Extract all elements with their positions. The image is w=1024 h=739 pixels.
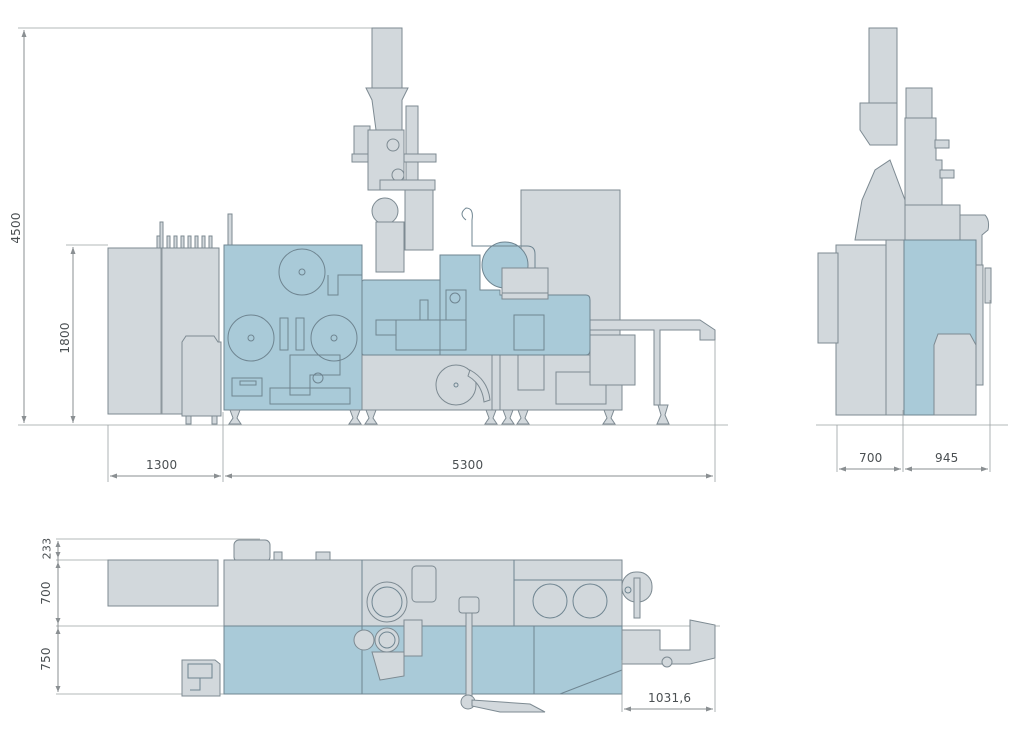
dim-main-section-width: 5300 — [452, 458, 484, 472]
main-machine-body — [361, 189, 716, 411]
dim-side-left-depth: 700 — [859, 451, 883, 465]
side-view — [816, 27, 1008, 472]
top-view — [55, 538, 720, 713]
wrapping-module-center — [361, 207, 591, 356]
electrical-cabinet — [107, 213, 233, 425]
dim-outfeed-extension: 1031,6 — [648, 691, 692, 705]
machine-feet — [228, 404, 670, 425]
dim-left-section-width: 1300 — [146, 458, 178, 472]
front-view — [18, 27, 728, 426]
feeder-column — [351, 27, 437, 273]
wrapping-module-front — [223, 244, 363, 411]
front-width-dimensions — [107, 340, 716, 482]
dim-base-height: 1800 — [58, 322, 72, 354]
dim-side-right-depth: 945 — [935, 451, 959, 465]
dim-lower-band: 750 — [39, 647, 53, 671]
dim-upper-band: 700 — [39, 581, 53, 605]
dim-top-strip: 233 — [40, 537, 54, 560]
dim-total-height: 4500 — [9, 212, 23, 244]
